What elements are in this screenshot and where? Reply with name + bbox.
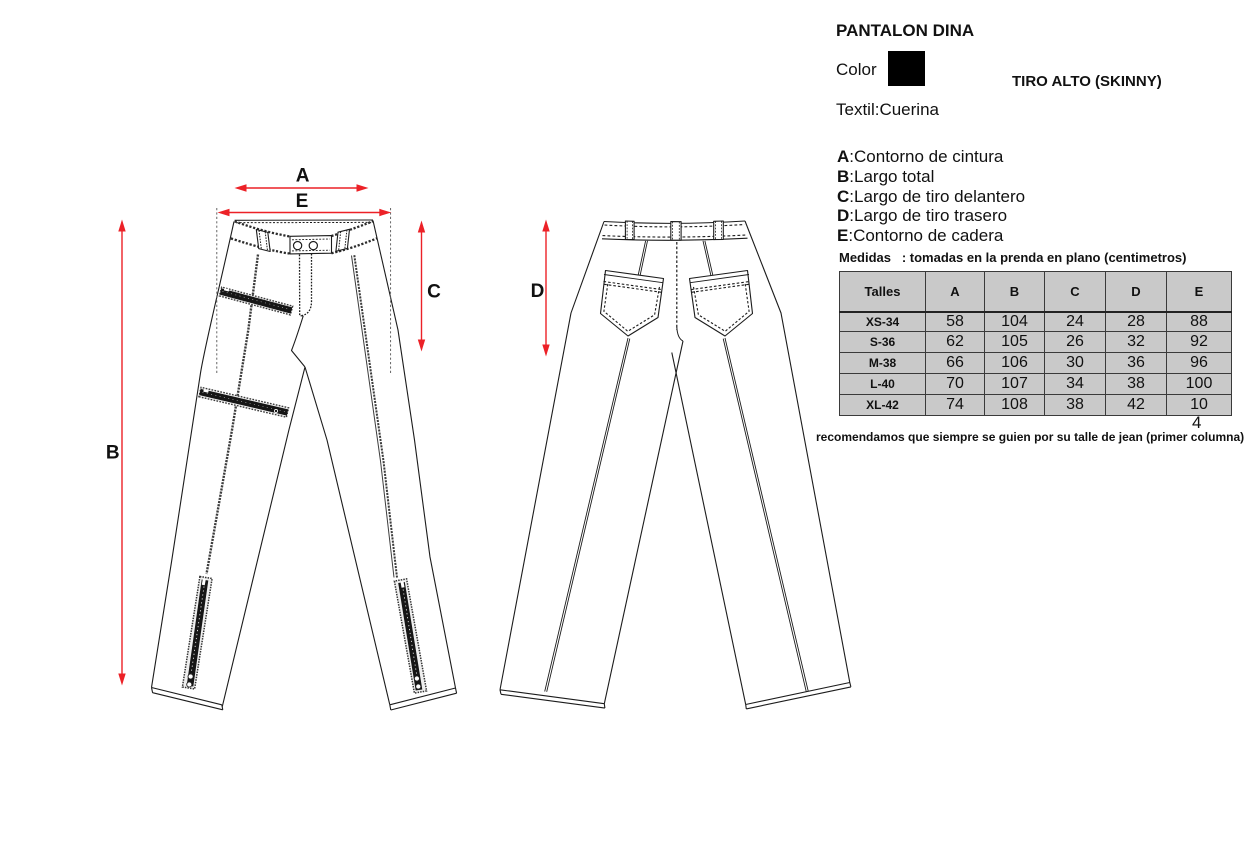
svg-text:D: D: [531, 281, 545, 302]
svg-text:C: C: [427, 282, 441, 303]
svg-text:A: A: [296, 166, 310, 187]
svg-text:B: B: [106, 443, 120, 464]
svg-text:E: E: [296, 191, 309, 212]
